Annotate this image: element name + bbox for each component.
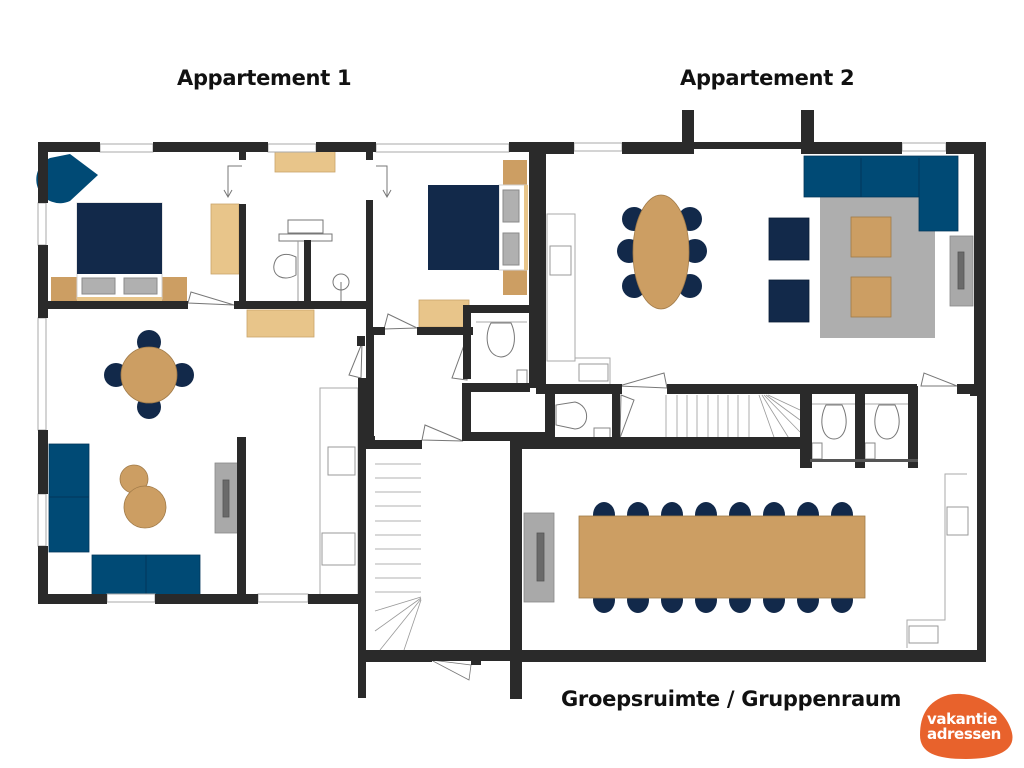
kitchen-counter-l bbox=[574, 214, 611, 386]
kitchen-sink bbox=[946, 506, 969, 536]
living-room-2 bbox=[546, 155, 974, 389]
kitchen-hob bbox=[908, 625, 939, 644]
coffee-table bbox=[850, 216, 892, 258]
bedroom-1 bbox=[36, 154, 242, 306]
toilet bbox=[273, 253, 297, 279]
coffee-table bbox=[850, 276, 892, 318]
stairwell bbox=[374, 463, 472, 681]
long-table bbox=[578, 515, 866, 599]
bed-foot-strip bbox=[77, 297, 162, 301]
bed-strip bbox=[524, 185, 528, 270]
toilet-box bbox=[811, 442, 823, 460]
door-swing bbox=[421, 424, 464, 442]
nightstand-left bbox=[51, 277, 77, 302]
door-swing bbox=[383, 313, 418, 330]
door-arrow-head bbox=[382, 189, 392, 199]
kitchen-counter bbox=[546, 213, 576, 362]
bathroom-1 bbox=[273, 148, 350, 303]
pillow bbox=[502, 189, 520, 223]
nightstand-bottom bbox=[503, 270, 527, 295]
staircase-upper bbox=[665, 394, 801, 441]
sofa-vertical bbox=[48, 443, 90, 553]
logo-line-1: vakantie bbox=[927, 710, 997, 728]
door-arrow bbox=[376, 165, 388, 196]
round-dining-table bbox=[120, 346, 178, 404]
group-room bbox=[523, 473, 969, 648]
dresser bbox=[418, 299, 470, 328]
kitchen-counter bbox=[319, 387, 359, 599]
corner-armchair bbox=[36, 154, 98, 204]
door-swing bbox=[619, 394, 635, 439]
toilet bbox=[486, 322, 515, 358]
toilet-box bbox=[516, 369, 528, 386]
logo-text: vakantie adressen bbox=[927, 712, 1001, 742]
oval-dining-table bbox=[632, 194, 690, 310]
pillow bbox=[123, 277, 158, 295]
sink-basin bbox=[287, 219, 324, 234]
door-swing bbox=[348, 342, 363, 379]
toilet bbox=[555, 401, 588, 430]
fireplace-burner bbox=[536, 532, 545, 582]
door-swing bbox=[430, 659, 472, 681]
logo-badge bbox=[920, 693, 1013, 759]
door-swing bbox=[187, 291, 235, 306]
double-bed bbox=[428, 185, 499, 270]
toilet-row bbox=[555, 394, 912, 460]
armchair bbox=[768, 279, 810, 323]
toilet-box bbox=[864, 442, 876, 460]
pillow bbox=[81, 277, 116, 295]
nightstand-top bbox=[503, 160, 527, 185]
walls-layer bbox=[38, 110, 986, 699]
wardrobe bbox=[210, 203, 240, 275]
kitchen-sink bbox=[549, 245, 572, 276]
toilet bbox=[874, 404, 900, 440]
furniture-layer bbox=[36, 148, 974, 681]
kitchen-counter bbox=[906, 473, 967, 648]
pillow bbox=[502, 232, 520, 266]
coffee-table bbox=[123, 485, 167, 529]
bedroom-2 bbox=[376, 160, 528, 330]
kitchen-hob bbox=[321, 532, 356, 566]
door-swing bbox=[618, 372, 668, 389]
sink-counter bbox=[278, 233, 333, 242]
apartment-2-label: Appartement 2 bbox=[680, 66, 855, 90]
kitchen-sink bbox=[327, 446, 356, 476]
living-room-1 bbox=[48, 309, 363, 599]
hallway bbox=[421, 321, 528, 442]
armchair bbox=[768, 217, 810, 261]
sideboard bbox=[246, 309, 315, 338]
fireplace-burner bbox=[222, 479, 230, 518]
logo-line-2: adressen bbox=[927, 725, 1001, 743]
fireplace-burner bbox=[957, 251, 965, 290]
nightstand-right bbox=[162, 277, 187, 302]
door-arrow-head bbox=[223, 189, 233, 199]
group-room-label: Groepsruimte / Gruppenraum bbox=[561, 687, 902, 711]
toilet bbox=[821, 404, 847, 440]
door-swing bbox=[920, 372, 958, 387]
kitchen-hob bbox=[578, 363, 609, 382]
logo-blob-icon bbox=[920, 693, 1013, 759]
double-bed bbox=[77, 203, 162, 274]
door-arrow bbox=[227, 165, 242, 196]
apartment-1-label: Appartement 1 bbox=[177, 66, 352, 90]
